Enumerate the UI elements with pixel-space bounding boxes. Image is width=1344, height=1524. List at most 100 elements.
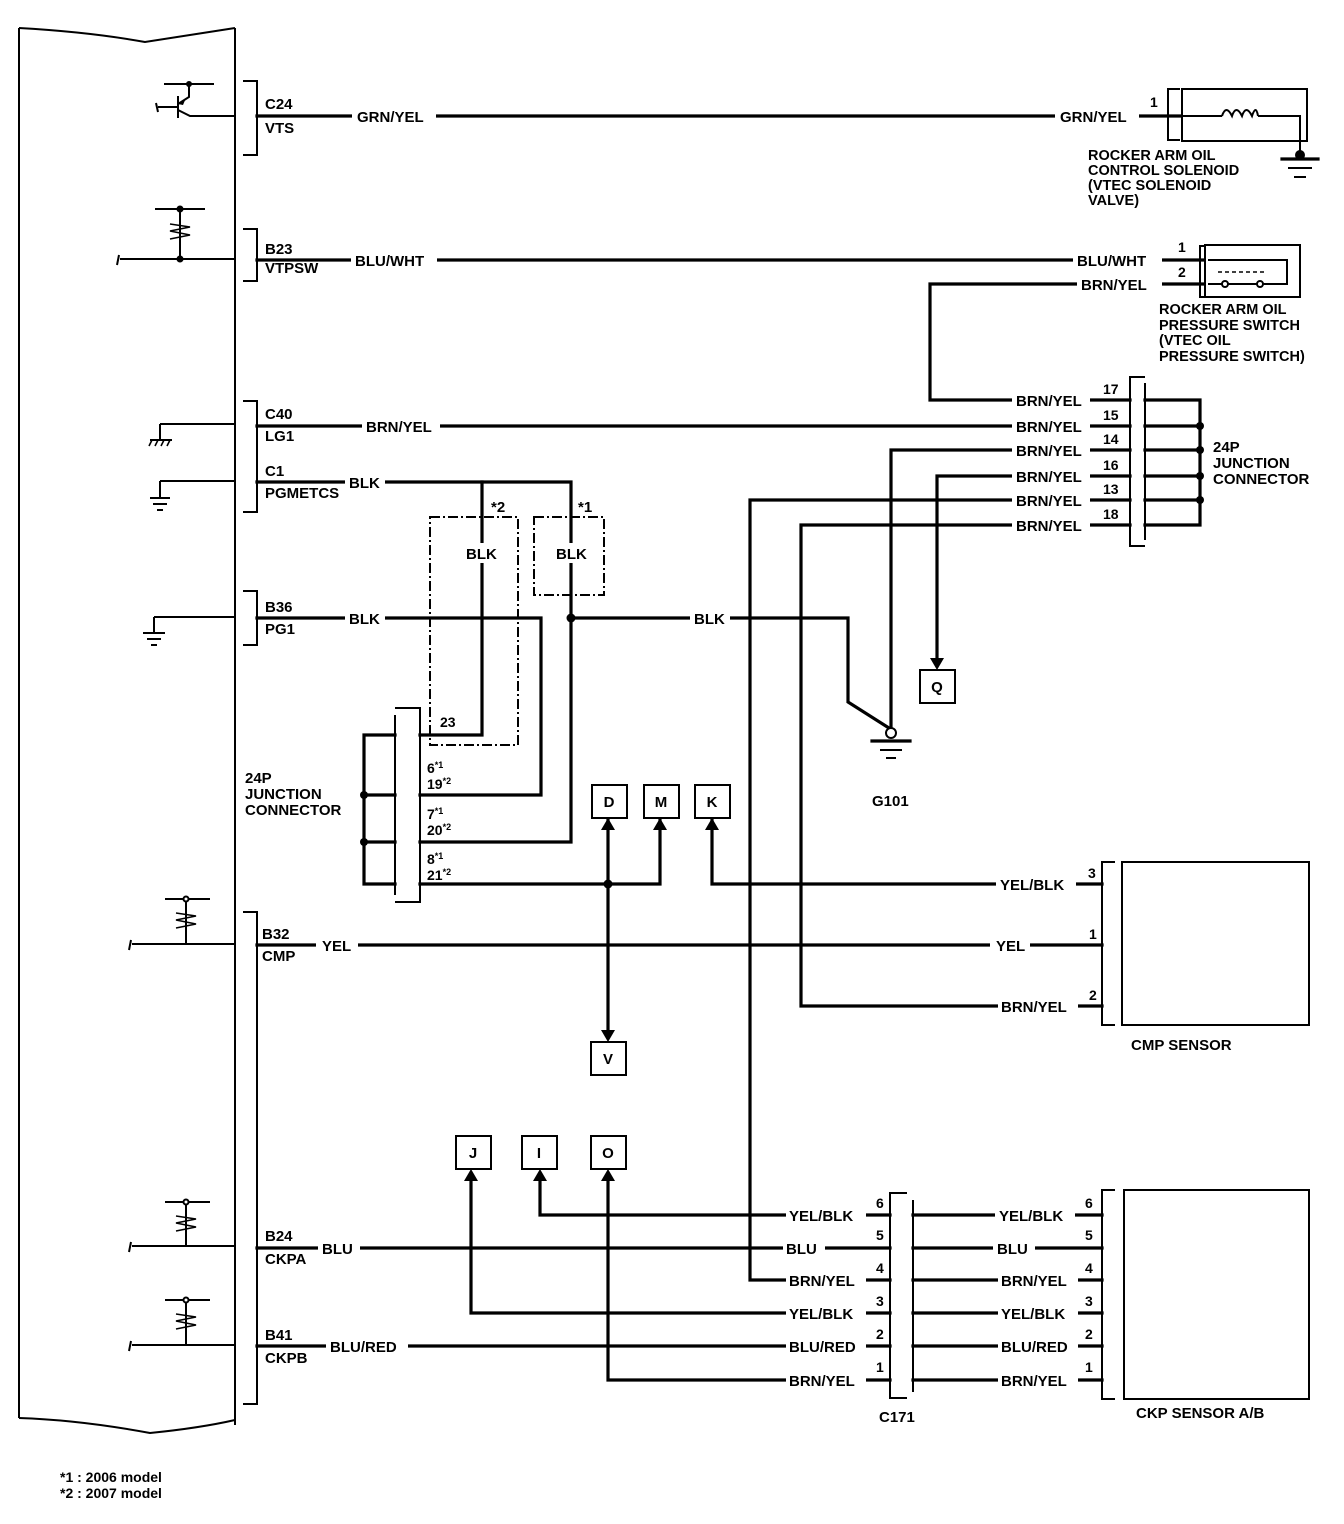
ref-q[interactable]: [919, 658, 956, 704]
svg-text:BRN/YEL: BRN/YEL: [1001, 999, 1067, 1016]
ref-o[interactable]: [590, 1135, 627, 1181]
svg-text:BLU/RED: BLU/RED: [789, 1339, 856, 1356]
junction-left-labels: 24P JUNCTION CONNECTOR 23 6*1 19*2 7*1 2…: [245, 714, 456, 883]
svg-text:VTPSW: VTPSW: [265, 260, 319, 277]
svg-text:BRN/YEL: BRN/YEL: [789, 1373, 855, 1390]
svg-text:4: 4: [876, 1260, 884, 1276]
svg-text:BRN/YEL: BRN/YEL: [1016, 469, 1082, 486]
ref-v[interactable]: [590, 1041, 627, 1076]
ref-d[interactable]: [591, 784, 628, 1042]
svg-text:BRN/YEL: BRN/YEL: [789, 1273, 855, 1290]
ref-j[interactable]: [455, 1135, 492, 1181]
wire-label: GRN/YEL: [1060, 109, 1127, 126]
wire-label: YEL: [322, 938, 351, 955]
svg-text:CMP SENSOR: CMP SENSOR: [1131, 1037, 1232, 1054]
svg-text:(VTEC SOLENOID: (VTEC SOLENOID: [1088, 178, 1211, 194]
ground-icon: [1280, 150, 1320, 178]
wire-pgmetcs: [255, 480, 573, 844]
ref-k[interactable]: [694, 784, 731, 830]
svg-text:JUNCTION: JUNCTION: [1213, 455, 1290, 472]
svg-text:BRN/YEL: BRN/YEL: [1016, 393, 1082, 410]
svg-text:2: 2: [1085, 1326, 1093, 1342]
pullup-resistor-icon: [128, 1198, 235, 1253]
svg-text:18: 18: [1103, 506, 1119, 522]
svg-text:6: 6: [1085, 1195, 1093, 1211]
vtec-pressure-switch: [1199, 244, 1301, 298]
svg-text:17: 17: [1103, 381, 1119, 397]
wire-i-c171-6: [538, 1176, 892, 1217]
wire-labels: GRN/YEL GRN/YEL 1 BLU/WHT BLU/WHT 1 BRN/…: [316, 94, 1186, 1356]
wire-label: BLU/RED: [330, 1339, 397, 1356]
svg-text:BRN/YEL: BRN/YEL: [1016, 419, 1082, 436]
wire-label: BLK: [556, 546, 587, 563]
ref-k-label: K: [707, 794, 718, 811]
ecm-body-outline: [18, 28, 236, 1425]
svg-text:1: 1: [1085, 1359, 1093, 1375]
svg-text:15: 15: [1103, 407, 1119, 423]
ckp-sensor: [1101, 1189, 1310, 1400]
ecm-pin-b24: B24 CKPA: [265, 1228, 307, 1268]
ecm-top-break: [18, 27, 236, 44]
ecm-pin-b36: B36 PG1: [265, 599, 295, 638]
svg-text:B24: B24: [265, 1228, 293, 1245]
vtec-solenoid-caption: ROCKER ARM OIL CONTROL SOLENOID (VTEC SO…: [1088, 148, 1239, 209]
svg-text:CMP: CMP: [262, 948, 295, 965]
ref-q-label: Q: [931, 679, 943, 696]
wire-label: BLU/WHT: [355, 253, 424, 270]
svg-text:16: 16: [1103, 457, 1119, 473]
junction-connector-left: [360, 707, 421, 903]
wire-label: BLU/WHT: [1077, 253, 1146, 270]
wire-pgmetcs-v2: [418, 480, 484, 737]
wire-label: BLK: [694, 611, 725, 628]
wire-label: BLK: [349, 475, 380, 492]
ecm-pin-b32: B32 CMP: [262, 926, 295, 965]
svg-text:8*1: 8*1: [427, 851, 443, 867]
svg-text:CKPA: CKPA: [265, 1251, 307, 1268]
ground-g101-label: G101: [872, 793, 909, 810]
svg-text:6: 6: [876, 1195, 884, 1211]
coil-icon: [1221, 109, 1259, 119]
svg-text:YEL/BLK: YEL/BLK: [789, 1208, 853, 1225]
wire-j-c171-3: [469, 1176, 892, 1315]
svg-text:BLU: BLU: [786, 1241, 817, 1258]
ecm-pin-b41: B41 CKPB: [265, 1327, 308, 1367]
svg-text:YEL/BLK: YEL/BLK: [999, 1208, 1063, 1225]
svg-text:PRESSURE SWITCH: PRESSURE SWITCH: [1159, 318, 1300, 334]
svg-text:CKPB: CKPB: [265, 1350, 308, 1367]
svg-text:PGMETCS: PGMETCS: [265, 485, 339, 502]
ecm-bottom-break: [18, 1417, 236, 1435]
wire-jc8-m: [418, 816, 662, 886]
wire-k-cmp3: [710, 816, 1104, 886]
svg-text:2: 2: [876, 1326, 884, 1342]
svg-text:CONTROL SOLENOID: CONTROL SOLENOID: [1088, 163, 1239, 179]
wire-pg1: [255, 616, 543, 797]
chassis-ground-icon: [148, 423, 235, 447]
svg-text:(VTEC OIL: (VTEC OIL: [1159, 333, 1231, 349]
svg-text:BRN/YEL: BRN/YEL: [1001, 1273, 1067, 1290]
svg-text:CONNECTOR: CONNECTOR: [245, 802, 342, 819]
pin-number: 1: [1150, 94, 1158, 110]
svg-text:BRN/YEL: BRN/YEL: [1001, 1373, 1067, 1390]
svg-text:23: 23: [440, 714, 456, 730]
ecm-pin-b23: B23 VTPSW: [265, 241, 319, 277]
ref-i[interactable]: [521, 1135, 558, 1181]
wire-label: BLU: [322, 1241, 353, 1258]
svg-text:3: 3: [1085, 1293, 1093, 1309]
svg-text:BLU/RED: BLU/RED: [1001, 1339, 1068, 1356]
svg-text:BRN/YEL: BRN/YEL: [1016, 443, 1082, 460]
ref-m[interactable]: [643, 784, 680, 830]
vtec-switch-caption: ROCKER ARM OIL PRESSURE SWITCH (VTEC OIL…: [1159, 302, 1305, 365]
connector-c171: [889, 1192, 914, 1399]
wire-label: BLK: [466, 546, 497, 563]
svg-text:20*2: 20*2: [427, 822, 451, 838]
ref-d-label: D: [604, 794, 615, 811]
cmp-sensor: [1101, 861, 1310, 1026]
svg-text:2: 2: [1089, 987, 1097, 1003]
splice-point: [566, 613, 576, 623]
svg-text:1: 1: [1089, 926, 1097, 942]
transistor-icon: [155, 81, 235, 118]
pullup-resistor-icon: [116, 205, 235, 266]
wire-label: BRN/YEL: [1081, 277, 1147, 294]
